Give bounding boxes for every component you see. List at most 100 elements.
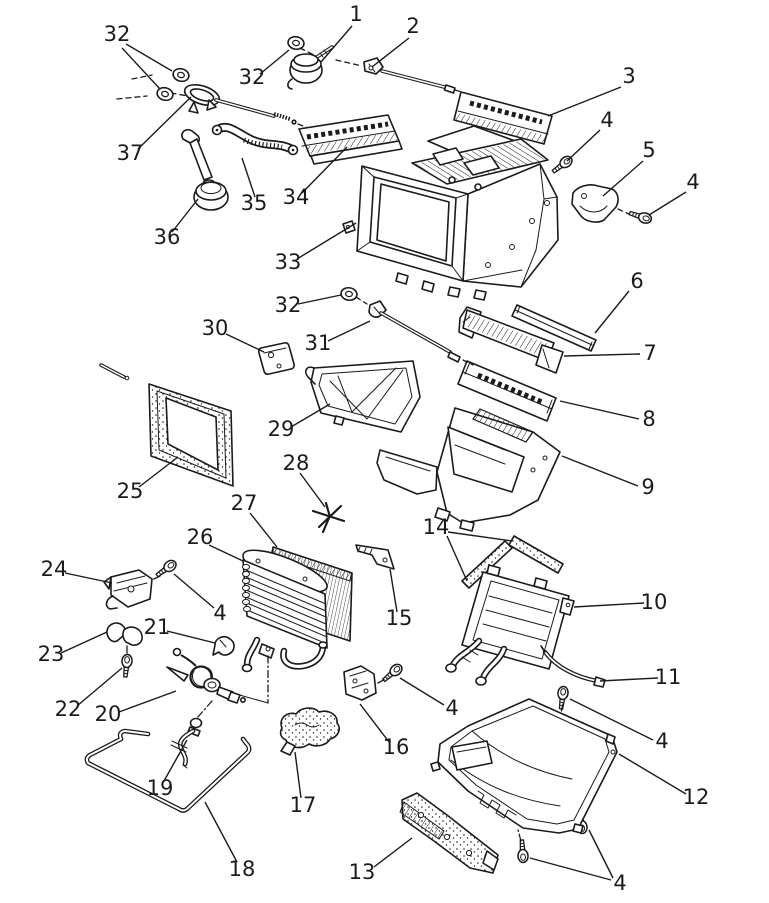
leader-line-n7 [563, 353, 641, 357]
part-36-lever-actuator-drawing [181, 128, 229, 211]
leader-line-n8 [559, 400, 640, 420]
callout-n19: 19 [147, 776, 174, 800]
callout-n27: 27 [231, 491, 258, 515]
leader-line-n23 [60, 631, 108, 654]
callout-n33: 33 [275, 250, 302, 274]
part-26-evaporator-core-drawing [235, 549, 328, 704]
part-5-bracket-drawing [571, 184, 630, 223]
leader-line-n32ab [121, 47, 161, 90]
callout-n20: 20 [95, 702, 122, 726]
callout-n5: 5 [642, 138, 655, 162]
leader-line-n32ab [125, 43, 173, 72]
callout-n34: 34 [283, 185, 310, 209]
leader-line-n6 [594, 290, 630, 334]
leader-line-n31 [327, 320, 371, 342]
leader-line-n4f [173, 573, 215, 609]
callout-n13: 13 [349, 860, 376, 884]
callout-n11: 11 [655, 665, 682, 689]
callout-n4b: 4 [686, 170, 699, 194]
callout-n25: 25 [117, 479, 144, 503]
part-1-vacuum-actuator-drawing [287, 45, 363, 90]
callout-n15: 15 [386, 606, 413, 630]
callout-n24: 24 [41, 557, 68, 581]
part-28-clip-drawing [311, 501, 346, 534]
leader-line-n2 [371, 37, 410, 68]
callout-n4a: 4 [600, 108, 613, 132]
leader-line-n26 [208, 544, 244, 562]
leader-line-n20 [118, 690, 177, 713]
leader-line-n4e [588, 829, 614, 879]
part-30-mounting-plate-drawing [257, 342, 295, 375]
leader-line-n5 [602, 160, 644, 197]
callout-n30: 30 [202, 316, 229, 340]
leader-line-n16 [359, 703, 390, 743]
part-6-seal-strip-drawing [511, 304, 597, 352]
callout-n21: 21 [144, 615, 171, 639]
part-33-module-case-drawing [342, 125, 559, 301]
callout-n3: 3 [622, 64, 635, 88]
leader-line-n4c [399, 677, 445, 706]
callout-n4c: 4 [445, 696, 458, 720]
callout-n12: 12 [683, 785, 710, 809]
callout-n6: 6 [630, 269, 643, 293]
leader-line-n35 [241, 157, 256, 198]
part-34-vent-grille-drawing [298, 114, 403, 165]
leader-line-n14 [446, 535, 468, 582]
part-37-control-shaft-drawing [116, 74, 309, 129]
callout-n26: 26 [187, 525, 214, 549]
callout-n14: 14 [423, 515, 450, 539]
callout-n18: 18 [229, 857, 256, 881]
callout-n29: 29 [268, 417, 295, 441]
leader-line-n10 [573, 602, 645, 608]
leader-line-n32c [259, 49, 290, 75]
part-25-filter-frame-drawing [148, 383, 234, 487]
leader-line-n4e [529, 857, 612, 881]
leader-line-n22 [76, 667, 123, 707]
leader-line-n34 [301, 146, 348, 194]
leader-line-n36 [171, 198, 199, 233]
part-10-heater-core-drawing [445, 564, 575, 686]
leader-line-n37 [137, 96, 192, 150]
callout-n1: 1 [349, 2, 362, 26]
part-14-seal-strips-drawing [461, 535, 564, 589]
leader-line-n13 [373, 837, 413, 868]
leader-line-n29 [290, 403, 331, 428]
part-22-screw-drawing [119, 653, 134, 679]
callout-n35: 35 [241, 191, 268, 215]
part-12-air-inlet-case-drawing [430, 698, 618, 834]
callout-n4e: 4 [613, 871, 626, 895]
part-17-duct-elbow-drawing [279, 707, 340, 756]
callout-n32c: 32 [239, 65, 266, 89]
leader-line-n12 [618, 753, 687, 795]
callout-n17: 17 [290, 793, 317, 817]
leader-line-n24 [64, 572, 113, 584]
callout-n22: 22 [55, 697, 82, 721]
part-35-link-arm-drawing [211, 122, 299, 156]
leader-line-n30 [225, 333, 265, 353]
leader-line-n9 [561, 455, 639, 487]
part-11-strap-drawing [540, 645, 606, 688]
leader-line-n17 [294, 751, 302, 799]
callout-n28: 28 [283, 451, 310, 475]
leader-line-n21 [166, 630, 216, 644]
part-7-duct-handle-drawing [458, 306, 564, 374]
callout-n4d: 4 [655, 729, 668, 753]
leader-line-n32d [297, 294, 342, 305]
leader-line-n27 [249, 512, 278, 548]
part-18-drain-tube-drawing [84, 728, 252, 813]
callout-n9: 9 [641, 475, 654, 499]
callout-n36: 36 [154, 225, 181, 249]
leader-line-n15 [389, 568, 398, 613]
callout-n10: 10 [641, 590, 668, 614]
callout-n32d: 32 [275, 293, 302, 317]
callout-n7: 7 [643, 341, 656, 365]
leader-line-n18 [204, 801, 238, 863]
leader-line-n4a [566, 129, 601, 162]
leader-line-n28 [299, 472, 326, 508]
part-15-bracket-drawing [355, 544, 395, 570]
callout-n4f: 4 [213, 601, 226, 625]
part-3-vent-grille-drawing [453, 91, 553, 145]
callout-n37: 37 [117, 141, 144, 165]
leader-line-n4d [569, 698, 654, 741]
